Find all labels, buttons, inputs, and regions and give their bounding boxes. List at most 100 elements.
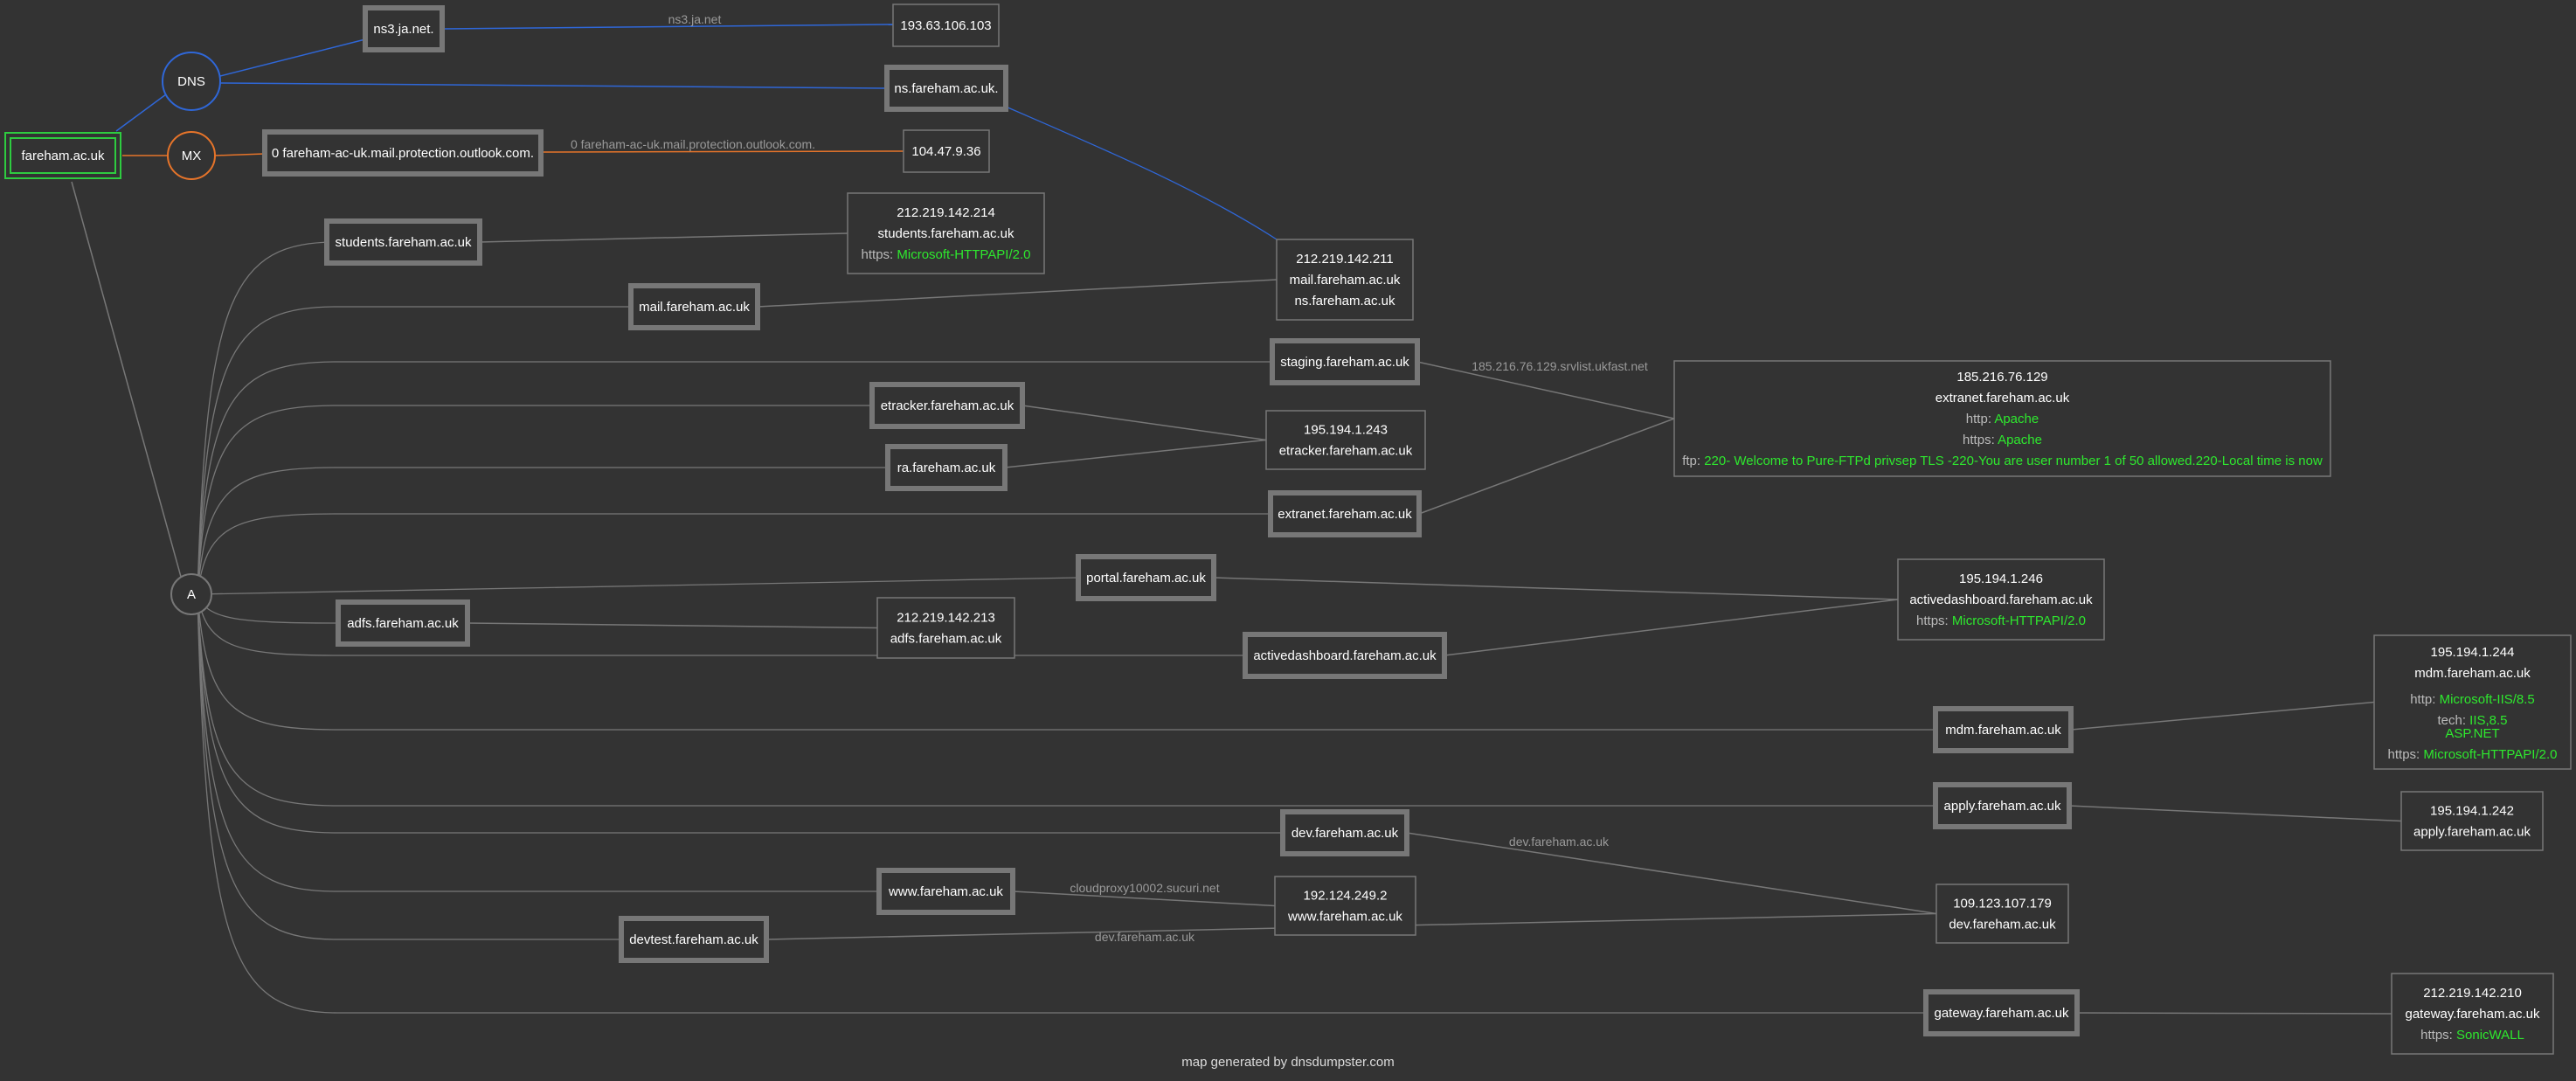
ip-gateway-line-2: https: SonicWALL	[2420, 1028, 2524, 1043]
ip-activedashboard-line-1: activedashboard.fareham.ac.uk	[1909, 592, 2093, 607]
dns-ns3-edge	[219, 38, 366, 77]
ip-activedashboard-line-2: https: Microsoft-HTTPAPI/2.0	[1916, 613, 2086, 628]
host-ra-node-label: ra.fareham.ac.uk	[897, 461, 996, 475]
ip-gateway-info-box[interactable]: 212.219.142.210gateway.fareham.ac.ukhttp…	[2391, 973, 2554, 1055]
staging-edge-label: 185.216.76.129.srvlist.ukfast.net	[1472, 359, 1648, 373]
ip-dev-line-0: 109.123.107.179	[1953, 897, 2052, 911]
mx-ip-box[interactable]: 104.47.9.36	[903, 129, 990, 173]
host-adfs-node-label: adfs.fareham.ac.uk	[347, 616, 459, 631]
host-staging-node[interactable]: staging.fareham.ac.uk	[1270, 338, 1420, 385]
mdm-to-ip_mdm-edge	[2070, 701, 2375, 731]
mx-hub[interactable]: MX	[167, 131, 216, 180]
host-activedashboard-node[interactable]: activedashboard.fareham.ac.uk	[1243, 632, 1447, 679]
ip-www-info-box[interactable]: 192.124.249.2 www.fareham.ac.uk	[1274, 876, 1416, 936]
dns-hub-label: DNS	[177, 74, 205, 89]
nameserver-ns3-ip-box-line-0: 193.63.106.103	[900, 18, 991, 33]
a-students-edge	[197, 241, 338, 595]
a-mdm-edge	[197, 593, 1935, 731]
a-record-hub[interactable]: A	[170, 573, 212, 615]
host-etracker-node-label: etracker.fareham.ac.uk	[881, 398, 1014, 413]
ip-etracker-line-0: 195.194.1.243	[1304, 423, 1388, 438]
host-students-node-label: students.fareham.ac.uk	[336, 235, 472, 250]
apply-to-ip_apply-edge	[2068, 805, 2402, 822]
a-www-edge	[197, 593, 879, 892]
host-portal-node[interactable]: portal.fareham.ac.uk	[1076, 554, 1216, 601]
host-gateway-node-label: gateway.fareham.ac.uk	[1935, 1006, 2069, 1021]
a-extranet-edge	[197, 513, 1271, 595]
ip-www-line-1: www.fareham.ac.uk	[1287, 910, 1402, 925]
ip-extranet-info-box[interactable]: 185.216.76.129 extranet.fareham.ac.uk http…	[1673, 360, 2331, 477]
a-staging-edge	[197, 361, 1272, 595]
host-extranet-node[interactable]: extranet.fareham.ac.uk	[1268, 490, 1422, 537]
host-etracker-node[interactable]: etracker.fareham.ac.uk	[869, 382, 1025, 429]
root-dns-edge	[115, 94, 167, 132]
ip-extranet-line-2: http: Apache	[1966, 412, 2039, 426]
host-apply-node[interactable]: apply.fareham.ac.uk	[1933, 782, 2072, 829]
host-mdm-node[interactable]: mdm.fareham.ac.uk	[1933, 706, 2074, 753]
nameserver-ns3-node-label: ns3.ja.net.	[373, 22, 433, 37]
ip-students-line-1: students.fareham.ac.uk	[878, 226, 1014, 241]
ip-students-line-0: 212.219.142.214	[897, 205, 995, 220]
ip-www-line-0: 192.124.249.2	[1304, 889, 1388, 904]
ip-adfs-line-0: 212.219.142.213	[897, 611, 995, 626]
host-devtest-node[interactable]: devtest.fareham.ac.uk	[619, 916, 769, 963]
nameserver-ns-node[interactable]: ns.fareham.ac.uk.	[884, 65, 1008, 112]
a-adfs-edge	[197, 593, 338, 624]
a-portal-edge	[197, 577, 1079, 595]
ip-apply-line-0: 195.194.1.242	[2430, 804, 2514, 819]
host-www-node[interactable]: www.fareham.ac.uk	[876, 868, 1015, 915]
a-mail-edge	[197, 306, 631, 595]
ra-to-ip_etracker-edge	[1004, 439, 1267, 468]
root-domain-node[interactable]: fareham.ac.uk	[4, 132, 121, 179]
nameserver-ns3-node[interactable]: ns3.ja.net.	[363, 5, 445, 52]
ip-activedashboard-line-0: 195.194.1.246	[1959, 572, 2043, 586]
host-mail-node-label: mail.fareham.ac.uk	[639, 300, 750, 315]
ip-activedashboard-info-box[interactable]: 195.194.1.246 activedashboard.fareham.ac.…	[1897, 558, 2105, 641]
host-adfs-node[interactable]: adfs.fareham.ac.uk	[336, 599, 470, 647]
mx-edge-label: 0 fareham-ac-uk.mail.protection.outlook.…	[571, 137, 815, 151]
host-devtest-node-label: devtest.fareham.ac.uk	[629, 932, 758, 947]
dns-hub[interactable]: DNS	[162, 52, 221, 111]
ip-mdm-line-5: https: Microsoft-HTTPAPI/2.0	[2388, 747, 2558, 762]
a-dev-edge	[197, 593, 1283, 834]
ip-extranet-line-1: extranet.fareham.ac.uk	[1935, 391, 2070, 405]
nameserver-ns3-ip-box[interactable]: 193.63.106.103	[892, 3, 1000, 47]
ip-mdm-line-3: tech: IIS,8.5	[2437, 713, 2507, 728]
host-apply-node-label: apply.fareham.ac.uk	[1944, 799, 2061, 814]
host-gateway-node[interactable]: gateway.fareham.ac.uk	[1923, 989, 2080, 1036]
host-dev-node-label: dev.fareham.ac.uk	[1291, 826, 1399, 841]
a-record-hub-label: A	[187, 587, 196, 602]
ip-mail-line-2: ns.fareham.ac.uk	[1294, 294, 1395, 308]
ip-mail-info-box[interactable]: 212.219.142.211mail.fareham.ac.ukns.fare…	[1276, 239, 1414, 321]
gateway-to-ip_gateway-edge	[2076, 1012, 2392, 1015]
adfs-to-ip_adfs-edge	[467, 622, 878, 629]
a-devtest-edge	[197, 593, 621, 940]
mx-ip-box-line-0: 104.47.9.36	[911, 144, 980, 159]
ip-mdm-line-0: 195.194.1.244	[2431, 645, 2515, 660]
host-dev-node[interactable]: dev.fareham.ac.uk	[1280, 809, 1409, 856]
ip-students-info-box[interactable]: 212.219.142.214students.fareham.ac.ukhtt…	[847, 192, 1045, 274]
a-ra-edge	[197, 467, 888, 595]
a-apply-edge	[197, 593, 1935, 807]
mx-record-node[interactable]: 0 fareham-ac-uk.mail.protection.outlook.…	[262, 129, 544, 177]
host-mail-node[interactable]: mail.fareham.ac.uk	[628, 283, 760, 330]
ns3-ip-edge	[441, 24, 894, 30]
students-to-ip_students-edge	[479, 232, 848, 243]
dns-ns-edge	[219, 82, 888, 89]
a-gateway-edge	[197, 593, 1926, 1014]
ip-extranet-line-0: 185.216.76.129	[1956, 370, 2047, 385]
host-ra-node[interactable]: ra.fareham.ac.uk	[885, 444, 1008, 491]
ip-gateway-line-0: 212.219.142.210	[2423, 986, 2522, 1001]
host-www-node-label: www.fareham.ac.uk	[888, 884, 1003, 899]
staging-to-ip_extranet-edge	[1416, 361, 1675, 419]
host-students-node[interactable]: students.fareham.ac.uk	[324, 218, 482, 266]
activedashboard-to-ip_activedashboard-edge	[1444, 599, 1899, 656]
root-a-edge	[71, 181, 182, 578]
